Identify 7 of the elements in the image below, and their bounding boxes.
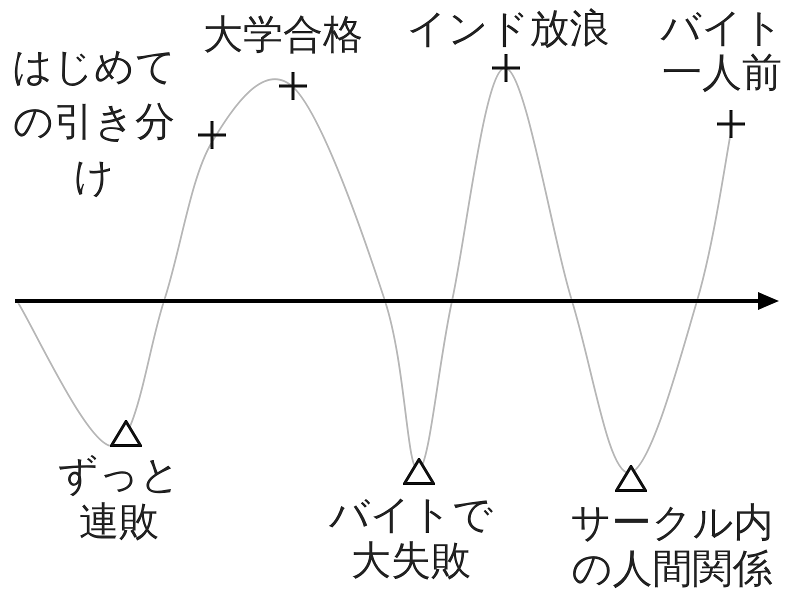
event-label: はじめての引き分け: [11, 43, 177, 202]
event-label: ずっと連敗: [56, 452, 182, 546]
event-label: サークル内の人間関係: [570, 500, 774, 592]
event-label: バイト一人前: [660, 6, 784, 96]
event-label: インド放浪: [406, 6, 610, 52]
event-label: 大学合格: [202, 12, 364, 58]
event-label: バイトで大失敗: [328, 492, 494, 584]
